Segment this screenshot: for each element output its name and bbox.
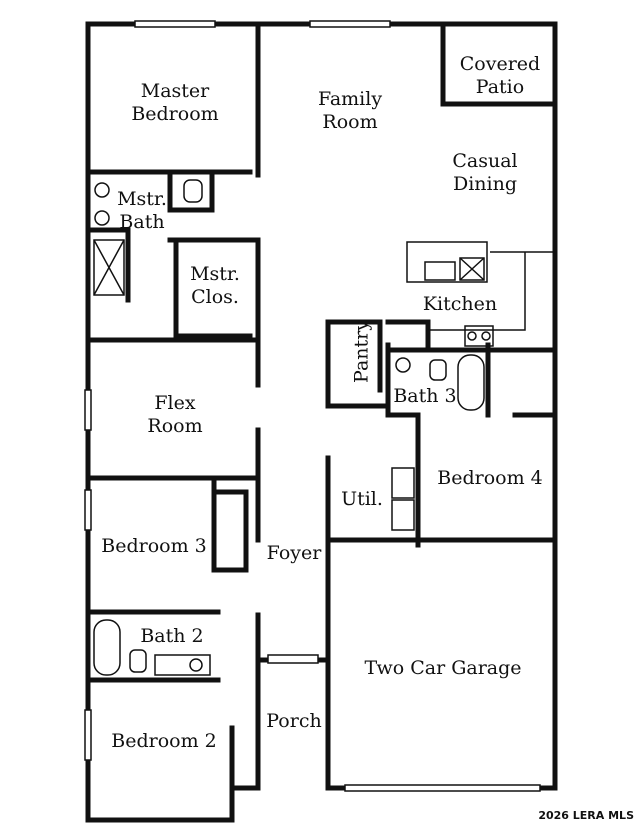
walls — [85, 21, 558, 823]
room-porch: Porch — [266, 710, 322, 732]
room-bath-2: Bath 2 — [140, 625, 204, 647]
room-master-bedroom: Master Bedroom — [131, 80, 219, 125]
room-flex-room: Flex Room — [147, 392, 203, 437]
room-mstr-closet: Mstr. Clos. — [190, 263, 240, 308]
room-covered-patio: Covered Patio — [459, 53, 541, 98]
room-foyer: Foyer — [266, 542, 322, 564]
room-bath-3: Bath 3 — [393, 385, 457, 407]
room-bedroom-4: Bedroom 4 — [437, 467, 543, 489]
room-garage: Two Car Garage — [364, 657, 522, 679]
mls-watermark: 2026 LERA MLS — [538, 809, 634, 822]
room-kitchen: Kitchen — [422, 293, 498, 315]
room-bedroom-3: Bedroom 3 — [101, 535, 207, 557]
room-pantry: Pantry — [350, 320, 373, 383]
room-family-room: Family Room — [317, 88, 383, 133]
room-mstr-bath: Mstr. Bath — [117, 188, 167, 233]
fixtures — [84, 20, 555, 792]
room-casual-dining: Casual Dining — [452, 150, 518, 195]
room-bedroom-2: Bedroom 2 — [111, 730, 217, 752]
room-utility: Util. — [341, 488, 383, 510]
